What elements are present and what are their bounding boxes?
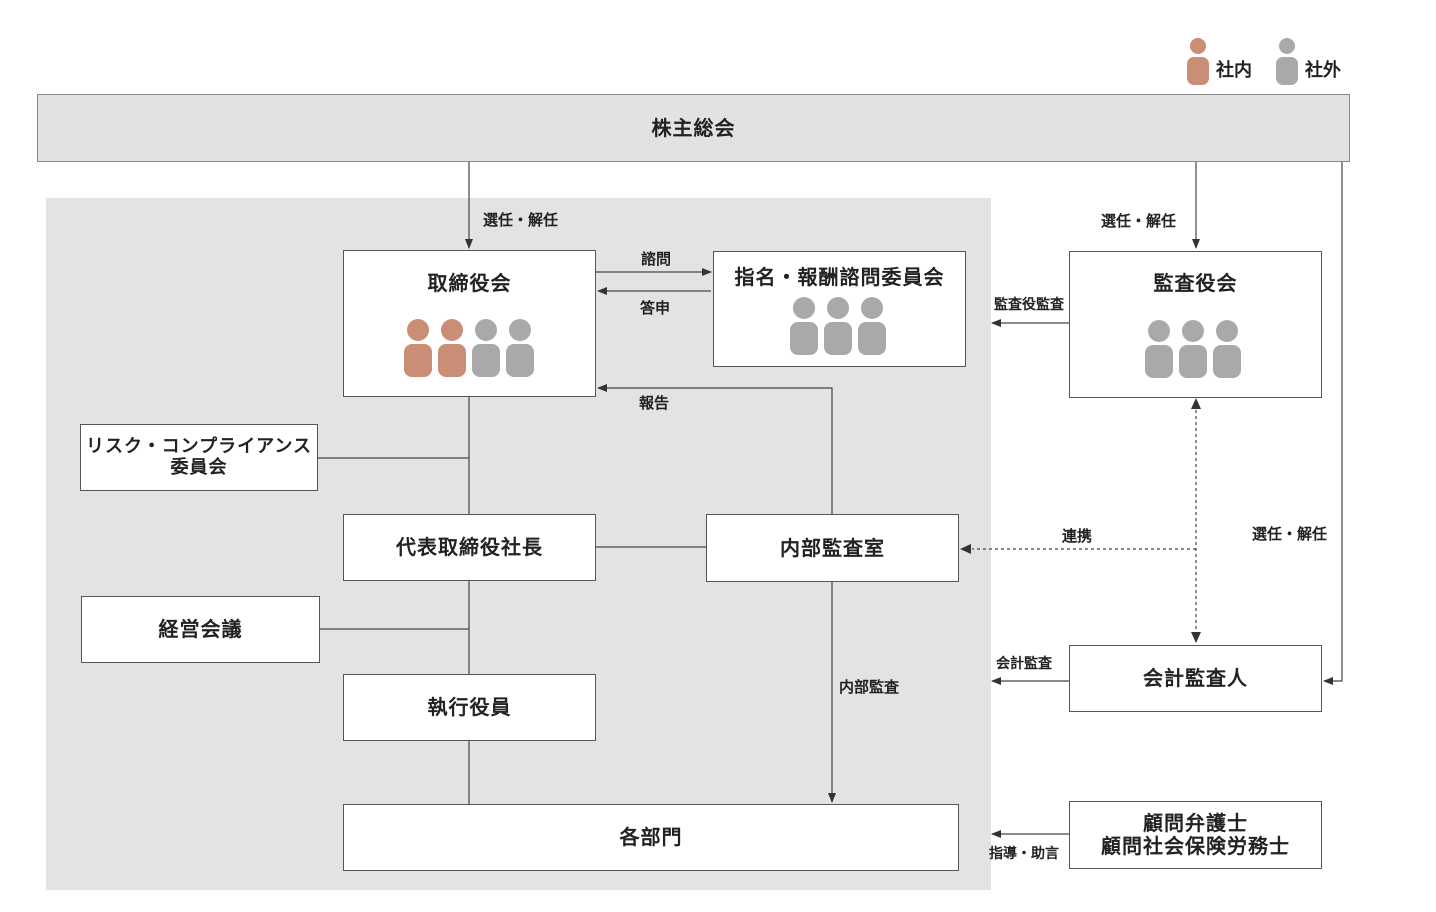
internal-audit-office-box: 内部監査室	[706, 514, 959, 582]
nomination-compensation-committee-box: 指名・報酬諮問委員会	[713, 251, 966, 367]
internal-member-icon	[404, 319, 432, 377]
nomination-committee-members	[789, 297, 899, 359]
audit-board-title: 監査役会	[1153, 271, 1238, 295]
report-label: 報告	[639, 394, 670, 412]
internal-member-icon	[438, 319, 466, 377]
departments-box: 各部門	[343, 804, 959, 871]
board-title: 取締役会	[427, 271, 512, 295]
internal-audit-label: 内部監査	[839, 678, 900, 696]
audit-board-box: 監査役会	[1069, 251, 1322, 398]
advisors-line2: 顧問社会保険労務士	[1101, 834, 1290, 858]
external-member-icon	[1213, 320, 1241, 378]
external-member-icon	[472, 319, 500, 377]
audit-board-audit-label: 監査役監査	[994, 297, 1064, 313]
management-meeting-label: 経営会議	[158, 617, 243, 641]
shareholders-meeting-label: 株主総会	[651, 115, 736, 140]
guidance-label: 指導・助言	[989, 846, 1059, 862]
elect-audit-board-label: 選任・解任	[1101, 212, 1177, 230]
president-box: 代表取締役社長	[343, 514, 596, 581]
external-member-icon	[790, 297, 818, 355]
nomination-committee-title: 指名・報酬諮問委員会	[734, 265, 945, 289]
advisors-line1: 顧問弁護士	[1143, 811, 1248, 835]
legend-internal-label: 社内	[1216, 60, 1252, 81]
shareholders-meeting-box: 株主総会	[37, 94, 1350, 162]
accounting-audit-label: 会計監査	[996, 656, 1052, 672]
internal-audit-office-label: 内部監査室	[780, 535, 885, 560]
legend-external-label: 社外	[1305, 60, 1341, 81]
risk-committee-line1: リスク・コンプライアンス	[85, 435, 313, 457]
board-of-directors-box: 取締役会	[343, 250, 596, 397]
consult-label: 諮問	[641, 250, 672, 268]
elect-board-label: 選任・解任	[483, 211, 559, 229]
external-member-icon	[1145, 320, 1173, 378]
executive-officers-label: 執行役員	[427, 695, 512, 719]
management-meeting-box: 経営会議	[81, 596, 320, 663]
internal-person-icon	[1187, 38, 1209, 85]
external-person-icon	[1276, 38, 1298, 85]
president-label: 代表取締役社長	[396, 535, 543, 559]
board-members	[400, 319, 540, 381]
external-member-icon	[1179, 320, 1207, 378]
external-member-icon	[506, 319, 534, 377]
elect-accounting-auditor-label: 選任・解任	[1252, 525, 1328, 543]
external-member-icon	[858, 297, 886, 355]
executive-officers-box: 執行役員	[343, 674, 596, 741]
cooperation-label: 連携	[1062, 527, 1093, 545]
audit-board-members	[1144, 320, 1254, 382]
report-back-label: 答申	[640, 299, 671, 317]
external-member-icon	[824, 297, 852, 355]
risk-committee-line2: 委員会	[170, 456, 228, 478]
accounting-auditor-box: 会計監査人	[1069, 645, 1322, 712]
advisors-box: 顧問弁護士 顧問社会保険労務士	[1069, 801, 1322, 869]
departments-label: 各部門	[619, 825, 683, 849]
risk-compliance-committee-box: リスク・コンプライアンス 委員会	[80, 424, 318, 491]
accounting-auditor-label: 会計監査人	[1143, 666, 1248, 690]
